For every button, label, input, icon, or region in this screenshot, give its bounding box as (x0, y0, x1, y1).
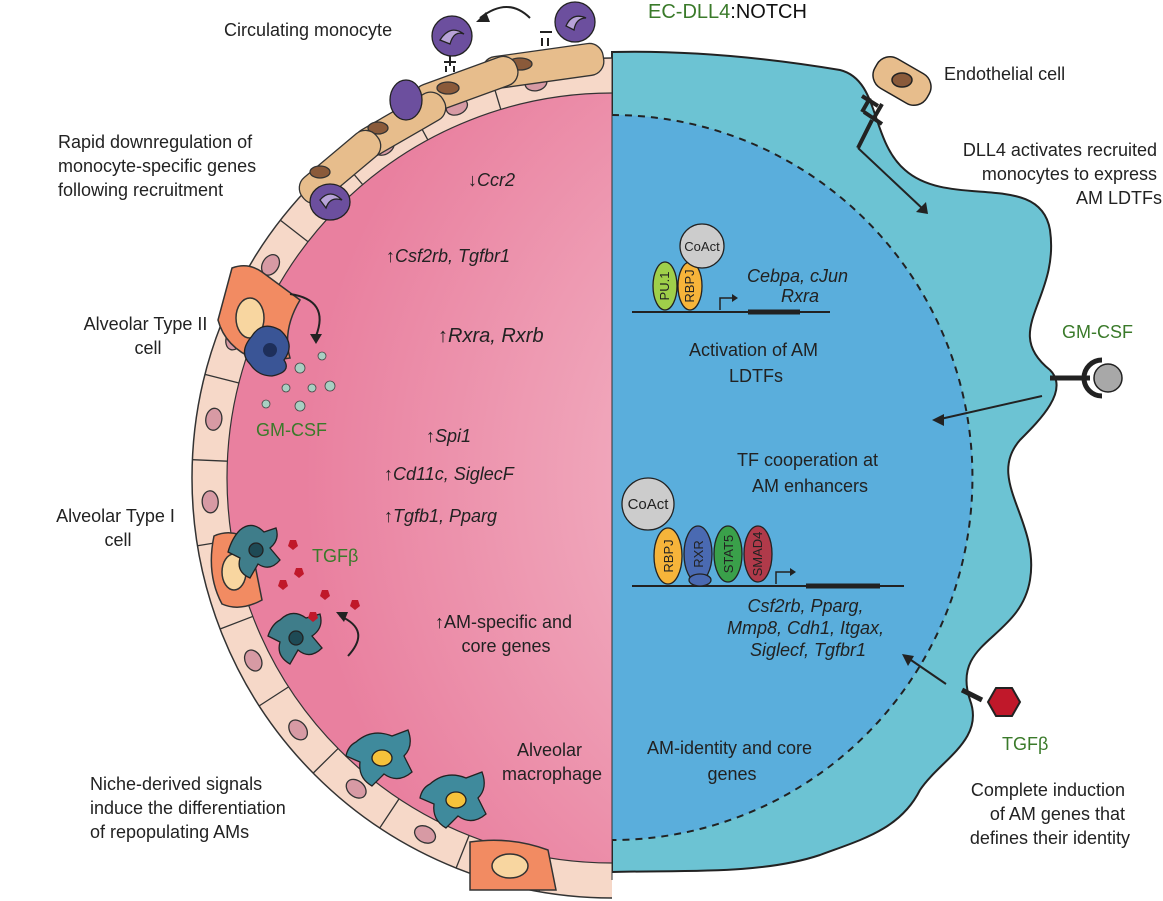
alveolar-type1-label: Alveolar Type I cell (56, 506, 180, 550)
cell-nucleus (201, 490, 219, 514)
tgfb-particles (278, 540, 360, 622)
header-title: EC-DLL4:NOTCH (648, 1, 807, 23)
pu1-factor (652, 261, 678, 311)
cell-boundary (204, 373, 240, 384)
cell-nucleus (345, 778, 367, 799)
rbpj-factor-bottom (653, 527, 683, 585)
tf-complex-top (632, 223, 830, 315)
cell-boundary (279, 219, 309, 243)
cd11c-change: ↑Cd11c, SiglecF (384, 464, 515, 484)
cell-nucleus (205, 407, 223, 431)
monocytes (309, 1, 596, 221)
cell-nucleus (288, 719, 309, 741)
circulating-monocyte-label: Circulating monocyte (224, 20, 392, 40)
tgfb1-change: ↑Tgfb1, Pparg (384, 506, 497, 526)
tgfb-left-label: TGFβ (312, 546, 358, 566)
gmcsf-arrow (935, 395, 1043, 421)
recruited-monocyte-1 (389, 79, 423, 121)
gmcsf-left-label: GM-CSF (256, 420, 327, 440)
genes-top-label: Cebpa, cJun Rxra (747, 266, 853, 306)
csf2rb-change: ↑Csf2rb, Tgfbr1 (386, 246, 510, 266)
cell-boundary (258, 686, 289, 707)
tf-cooperation-label: TF cooperation at AM enhancers (737, 450, 883, 496)
am-identity-label: AM-identity and core genes (647, 738, 817, 784)
complete-induction-label: Complete induction of AM genes that defi… (970, 780, 1130, 848)
cell-boundary (192, 459, 228, 462)
dll4-receptor-right (856, 94, 884, 149)
endothelial-cell-right (872, 56, 932, 106)
rbpj-bottom-label: RBPJ (661, 539, 676, 572)
gmcsf-particles (261, 351, 336, 412)
alveolar-macrophage-label: Alveolar macrophage (502, 740, 602, 784)
endothelial-cells-top (298, 42, 605, 205)
endothelial-cell-label: Endothelial cell (944, 64, 1065, 84)
notch-receptors (444, 31, 552, 72)
coact-bottom-label: CoAct (628, 496, 670, 513)
tgfb-right-label: TGFβ (1002, 734, 1048, 754)
dll4-activates-label: DLL4 activates recruited monocytes to ex… (963, 140, 1162, 208)
gmcsf-macrophage (243, 325, 290, 377)
tf-complex-bottom (621, 477, 904, 589)
cell-nucleus (243, 649, 263, 672)
rxra-change: ↑Rxra, Rxrb (438, 325, 544, 347)
coact-factor-bottom (621, 477, 675, 531)
cell-boundary (312, 748, 339, 774)
right-inner-region (612, 115, 973, 840)
smad4-label: SMAD4 (750, 532, 765, 577)
am-specific-label: ↑AM-specific and core genes (435, 612, 577, 656)
rxr-base (688, 573, 712, 587)
niche-derived-label: Niche-derived signals induce the differe… (90, 774, 291, 842)
gmcsf-right-label: GM-CSF (1062, 322, 1133, 342)
tgfb-receptor-right (960, 687, 1022, 717)
tgfb-arrow (907, 657, 947, 685)
spi1-change: ↑Spi1 (426, 426, 471, 446)
genes-bottom-label: Csf2rb, Pparg, Mmp8, Cdh1, Itgax, Siglec… (727, 596, 889, 660)
cell-nucleus (413, 825, 437, 844)
rxr-label: RXR (691, 540, 706, 567)
activation-label: Activation of AM LDTFs (689, 340, 823, 386)
gmcsf-receptor-right (1050, 357, 1123, 399)
rbpj-top-label: RBPJ (682, 269, 697, 302)
cell-boundary (219, 615, 253, 630)
rapid-downregulation-label: Rapid downregulation of monocyte-specifi… (58, 132, 261, 200)
cell-boundary (379, 798, 400, 829)
stat5-label: STAT5 (721, 535, 736, 574)
left-pink-interior (226, 92, 612, 864)
cell-boundary (455, 835, 470, 869)
stat5-factor (713, 525, 743, 583)
smad4-factor (743, 525, 773, 583)
coact-factor-top (679, 223, 725, 269)
alveolar-macrophages (345, 729, 487, 829)
dll4-arrow (857, 147, 925, 211)
coact-top-label: CoAct (684, 239, 720, 254)
pu1-label: PU.1 (657, 272, 672, 301)
alveolar-type2-label: Alveolar Type II cell (84, 314, 213, 358)
ccr2-change: ↓Ccr2 (468, 170, 515, 190)
tgfb-macrophages (227, 524, 323, 665)
